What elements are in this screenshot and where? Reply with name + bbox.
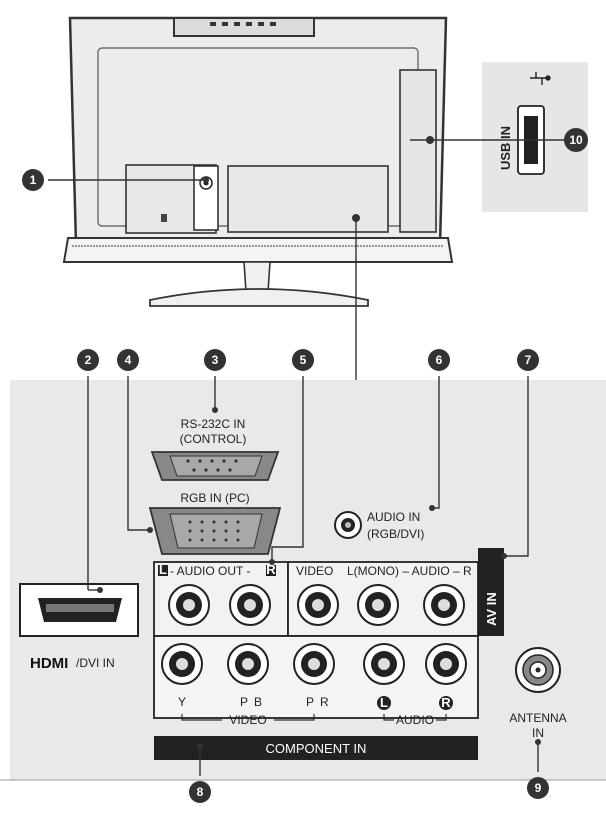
- svg-text:L: L: [380, 695, 388, 710]
- tv-vent-slots: [210, 22, 276, 26]
- component-pr-jack: [293, 643, 335, 685]
- hdmi-logo: HDMI: [30, 655, 68, 672]
- callout-3: 3: [204, 349, 226, 371]
- antenna-label-line1: ANTENNA: [509, 711, 566, 725]
- svg-text:10: 10: [569, 133, 583, 147]
- component-pr-label: P: [306, 695, 314, 709]
- component-audio-l-badge: L: [377, 695, 391, 710]
- tv-rear-view: [62, 16, 454, 307]
- audio-out-l-jack: [168, 584, 210, 626]
- component-audio-bracket: [383, 714, 447, 721]
- tv-top-handle: [173, 17, 315, 37]
- component-y-jack: [161, 643, 203, 685]
- callout-7: 7: [517, 349, 539, 371]
- callout-10: 10: [564, 128, 588, 152]
- antenna-label-line2: IN: [532, 726, 544, 740]
- usb-symbol-icon: [530, 72, 551, 85]
- svg-text:3: 3: [212, 353, 219, 367]
- audio-out-r-jack: [229, 584, 271, 626]
- audio-out-l-badge-text: L: [159, 562, 167, 577]
- audio-in-label-line2: (RGB/DVI): [367, 527, 424, 541]
- component-y-label: Y: [178, 695, 186, 709]
- component-audio-r-badge: R: [439, 695, 453, 710]
- video-label: VIDEO: [296, 564, 333, 578]
- rca-jacks-component-row: [161, 643, 467, 685]
- component-pb-sub: B: [254, 695, 262, 709]
- audio-in-rgb-dvi-jack: [334, 511, 362, 539]
- svg-text:5: 5: [300, 353, 307, 367]
- callout-5: 5: [292, 349, 314, 371]
- tv-stand-base: [149, 288, 369, 307]
- callout-9: 9: [527, 777, 549, 799]
- svg-text:8: 8: [197, 785, 204, 799]
- rs232c-port: [150, 451, 280, 481]
- av-video-jack: [297, 584, 339, 626]
- power-label-mark: [161, 214, 167, 222]
- svg-text:7: 7: [525, 353, 532, 367]
- audio-out-r-badge-text: R: [266, 562, 276, 577]
- svg-text:2: 2: [85, 353, 92, 367]
- svg-text:1: 1: [30, 173, 37, 187]
- audio-out-l-badge: [158, 565, 168, 576]
- component-video-bracket: [181, 714, 315, 721]
- audio-in-label-line1: AUDIO IN: [367, 510, 420, 524]
- component-audio-r-jack: [425, 643, 467, 685]
- tv-base-strip: [62, 237, 454, 263]
- audio-out-r-badge: [266, 565, 276, 576]
- callout-badges: 1 2 3 4 5 6 7 8 9 10: [22, 128, 588, 803]
- svg-text:4: 4: [125, 353, 132, 367]
- callout-8: 8: [189, 781, 211, 803]
- rear-jack-cover: [227, 165, 389, 233]
- hdmi-dvi-in-label: /DVI IN: [76, 656, 115, 670]
- callout-6: 6: [428, 349, 450, 371]
- svg-text:6: 6: [436, 353, 443, 367]
- component-audio-label: AUDIO: [396, 713, 434, 727]
- rs232c-label-line1: RS-232C IN: [181, 417, 246, 431]
- leader-dots: [97, 136, 541, 749]
- audio-out-label: - AUDIO OUT -: [170, 564, 250, 578]
- rgb-in-port: [148, 507, 282, 555]
- power-socket: [193, 165, 219, 231]
- av-in-tab: [478, 548, 504, 636]
- rs232c-label-line2: (CONTROL): [180, 432, 247, 446]
- rgb-in-label: RGB IN (PC): [180, 491, 249, 505]
- rca-jacks-top-row: [168, 584, 465, 626]
- av-in-label: AV IN: [484, 592, 499, 626]
- component-video-label: VIDEO: [229, 713, 266, 727]
- component-pr-sub: R: [320, 695, 329, 709]
- component-in-bar: [154, 736, 478, 760]
- tv-stand-neck: [243, 261, 271, 293]
- callout-1: 1: [22, 169, 44, 191]
- component-in-label: COMPONENT IN: [266, 741, 367, 756]
- leader-lines: [48, 139, 565, 776]
- callout-4: 4: [117, 349, 139, 371]
- av-audio-l-jack: [357, 584, 399, 626]
- component-pb-label: P: [240, 695, 248, 709]
- hdmi-port: [19, 583, 139, 637]
- av-audio-label: L(MONO) – AUDIO – R: [347, 564, 472, 578]
- callout-2: 2: [77, 349, 99, 371]
- component-audio-l-jack: [363, 643, 405, 685]
- side-panel: [399, 69, 437, 233]
- svg-text:9: 9: [535, 781, 542, 795]
- antenna-in-port: [515, 647, 561, 693]
- component-pb-jack: [227, 643, 269, 685]
- svg-text:R: R: [441, 695, 451, 710]
- usb-in-label: USB IN: [498, 126, 513, 170]
- av-audio-r-jack: [423, 584, 465, 626]
